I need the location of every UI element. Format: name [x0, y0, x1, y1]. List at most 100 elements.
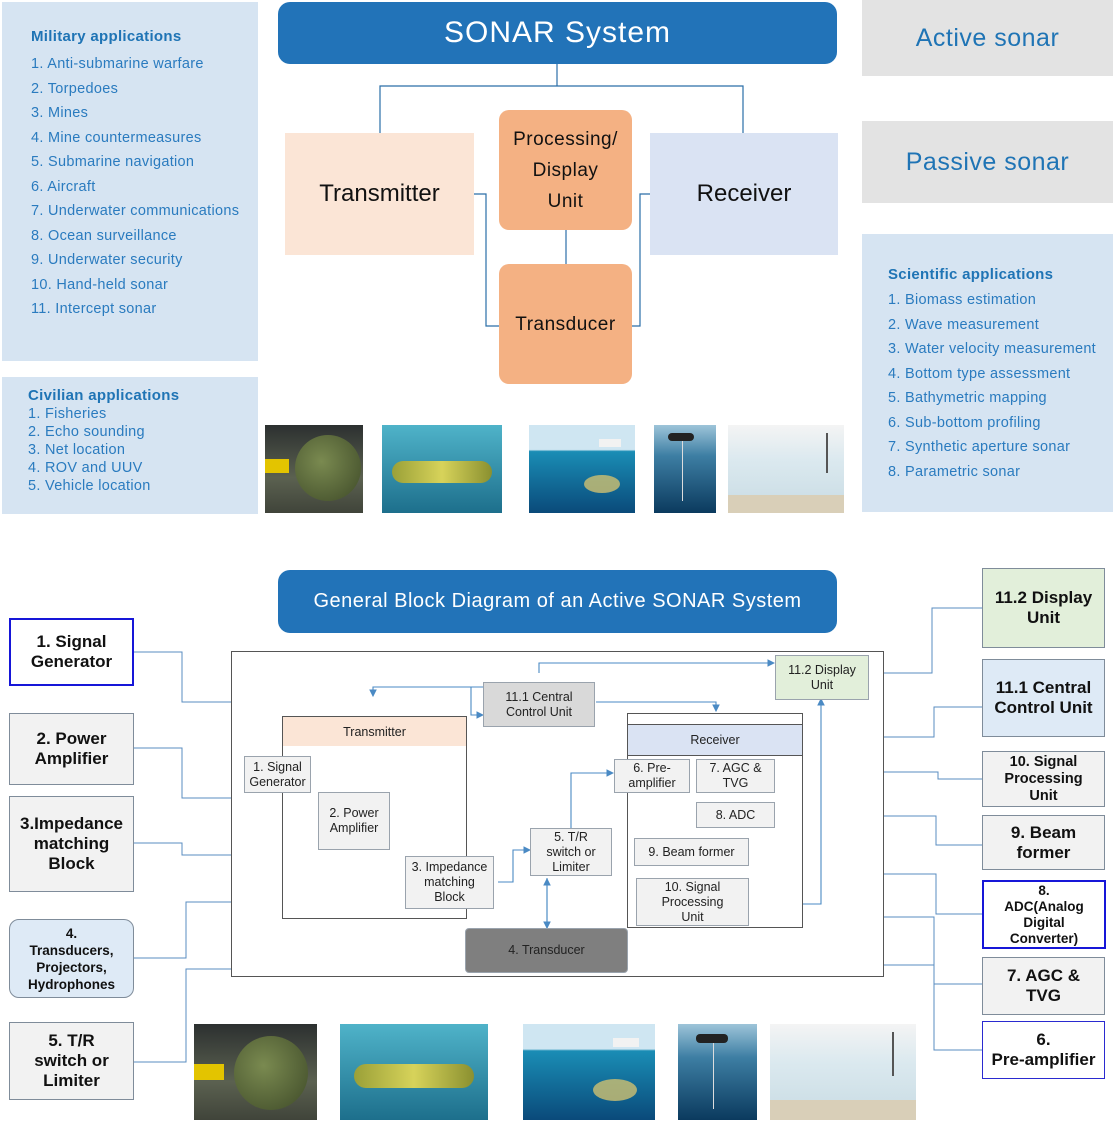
processing-label-line1: Processing/ — [513, 128, 618, 150]
inner-display-unit-box: 11.2 Display Unit — [775, 655, 869, 700]
outer-beam-former-box: 9. Beam former — [982, 815, 1105, 870]
outer-signal-processing-box: 10. Signal Processing Unit — [982, 751, 1105, 807]
inner-agc-line1: 7. AGC & — [709, 761, 762, 775]
inner-agc-tvg-box: 7. AGC & TVG — [696, 759, 775, 793]
outer-impedance-line2: matching — [33, 834, 110, 853]
outer-central-line1: 11.1 Central — [995, 678, 1092, 697]
submarine-illustration — [382, 425, 502, 513]
outer-agc-tvg-box: 7. AGC & TVG — [982, 957, 1105, 1015]
outer-impedance-line3: Block — [48, 854, 95, 873]
outer-display-line1: 11.2 Display — [994, 588, 1093, 607]
inner-signal-processing-box: 10. Signal Processing Unit — [636, 878, 749, 926]
fish-echo-illustration-bottom — [523, 1024, 655, 1120]
list-item: 4. Mine countermeasures — [31, 129, 202, 146]
list-item: 2. Torpedoes — [31, 80, 119, 97]
list-item: 3. Net location — [28, 442, 126, 458]
outer-tr-switch-line2: switch or — [34, 1051, 109, 1070]
inner-impedance-box: 3. Impedance matching Block — [405, 856, 494, 909]
outer-agc-line1: 7. AGC & — [1006, 966, 1081, 985]
outer-transducers-line2: Transducers, — [29, 942, 114, 958]
scientific-applications-title: Scientific applications — [888, 266, 1054, 283]
transducer-box: Transducer — [499, 264, 632, 384]
inner-receiver-header: Receiver — [628, 724, 802, 756]
inner-signal-proc-line1: 10. Signal — [664, 879, 721, 894]
list-item: 10. Hand-held sonar — [31, 276, 169, 293]
military-applications-panel: Military applications 1. Anti-submarine … — [2, 2, 258, 361]
outer-signal-generator-line1: 1. Signal — [36, 632, 107, 651]
list-item: 4. ROV and UUV — [28, 460, 143, 476]
outer-impedance-matching-box: 3.Impedance matching Block — [9, 796, 134, 892]
inner-signal-gen-line2: Generator — [249, 774, 306, 789]
sonar-system-schematic-bottom — [770, 1024, 916, 1120]
outer-transducers-line3: Projectors, — [36, 959, 107, 975]
outer-beam-line2: former — [1016, 842, 1071, 862]
passive-sonar-box: Passive sonar — [862, 121, 1113, 203]
outer-impedance-line1: 3.Impedance — [20, 814, 123, 833]
outer-power-amplifier-line1: 2. Power — [36, 729, 107, 748]
processing-display-unit-box: Processing/ Display Unit — [499, 110, 632, 230]
receiver-label: Receiver — [696, 180, 792, 207]
inner-signal-proc-line2: Processing — [661, 894, 724, 909]
outer-transducers-line4: Hydrophones — [27, 976, 115, 992]
list-item: 6. Aircraft — [31, 178, 96, 195]
receiver-box: Receiver — [650, 133, 838, 255]
sonar-system-title-banner: SONAR System — [278, 2, 837, 64]
outer-adc-line2: ADC(Analog — [1004, 898, 1084, 914]
inner-signal-proc-line3: Unit — [681, 909, 704, 924]
outer-display-line2: Unit — [1026, 608, 1061, 627]
inner-display-line1: 11.2 Display — [788, 662, 856, 677]
torpedo-photo-bottom — [194, 1024, 317, 1120]
transmitter-box: Transmitter — [285, 133, 474, 255]
transducer-label: Transducer — [515, 313, 616, 335]
inner-beam-label: 9. Beam former — [648, 844, 735, 859]
outer-central-control-box: 11.1 Central Control Unit — [982, 659, 1105, 737]
inner-tr-switch-line1: 5. T/R — [554, 829, 588, 844]
outer-signal-proc-line1: 10. Signal — [1009, 753, 1078, 770]
civilian-applications-list: 1. Fisheries 2. Echo sounding 3. Net loc… — [28, 405, 151, 495]
list-item: 2. Wave measurement — [888, 316, 1040, 333]
block-diagram-title-banner: General Block Diagram of an Active SONAR… — [278, 570, 837, 633]
list-item: 3. Mines — [31, 105, 89, 121]
list-item: 1. Fisheries — [28, 406, 107, 422]
inner-impedance-line2: matching — [424, 875, 475, 889]
civilian-applications-panel: Civilian applications 1. Fisheries 2. Ec… — [2, 377, 258, 514]
outer-power-amplifier-box: 2. Power Amplifier — [9, 713, 134, 785]
inner-adc-label: 8. ADC — [715, 807, 756, 822]
inner-transmitter-header-label: Transmitter — [343, 724, 406, 739]
outer-transducers-box: 4. Transducers, Projectors, Hydrophones — [9, 919, 134, 998]
inner-transducer-box: 4. Transducer — [465, 928, 628, 973]
inner-impedance-line1: 3. Impedance — [411, 860, 488, 874]
outer-preamp-line1: 6. — [1036, 1030, 1051, 1049]
active-sonar-box: Active sonar — [862, 0, 1113, 76]
inner-central-line2: Control Unit — [506, 704, 572, 719]
inner-agc-line2: TVG — [722, 776, 749, 790]
outer-preamp-line2: Pre-amplifier — [991, 1050, 1096, 1069]
inner-tr-switch-line3: Limiter — [552, 859, 590, 874]
outer-signal-generator-box: 1. Signal Generator — [9, 618, 134, 686]
active-sonar-label: Active sonar — [915, 23, 1060, 52]
outer-adc-box: 8. ADC(Analog Digital Converter) — [982, 880, 1106, 949]
inner-impedance-line3: Block — [434, 890, 465, 904]
outer-central-line2: Control Unit — [994, 698, 1093, 717]
inner-tr-switch-line2: switch or — [546, 844, 596, 859]
inner-preamp-line1: 6. Pre- — [633, 761, 671, 775]
list-item: 5. Bathymetric mapping — [888, 390, 1047, 406]
outer-tr-switch-line3: Limiter — [43, 1071, 100, 1090]
outer-preamplifier-box: 6. Pre-amplifier — [982, 1021, 1105, 1079]
civilian-applications-title: Civilian applications — [28, 387, 180, 404]
list-item: 5. Vehicle location — [28, 478, 151, 494]
inner-central-line1: 11.1 Central — [505, 689, 573, 704]
processing-label-line3: Unit — [547, 190, 584, 212]
inner-receiver-header-label: Receiver — [690, 733, 740, 747]
torpedo-photo — [265, 425, 363, 513]
inner-power-amp-line2: Amplifier — [329, 821, 379, 835]
outer-agc-line2: TVG — [1026, 986, 1061, 1005]
processing-label-line2: Display — [532, 159, 599, 181]
outer-tr-switch-line1: 5. T/R — [48, 1031, 95, 1050]
outer-signal-generator-line2: Generator — [30, 652, 113, 671]
fish-echo-illustration — [529, 425, 635, 513]
sonar-system-connectors — [379, 64, 744, 327]
sonar-system-title: SONAR System — [443, 16, 672, 49]
list-item: 7. Synthetic aperture sonar — [888, 439, 1071, 455]
list-item: 4. Bottom type assessment — [888, 365, 1071, 382]
